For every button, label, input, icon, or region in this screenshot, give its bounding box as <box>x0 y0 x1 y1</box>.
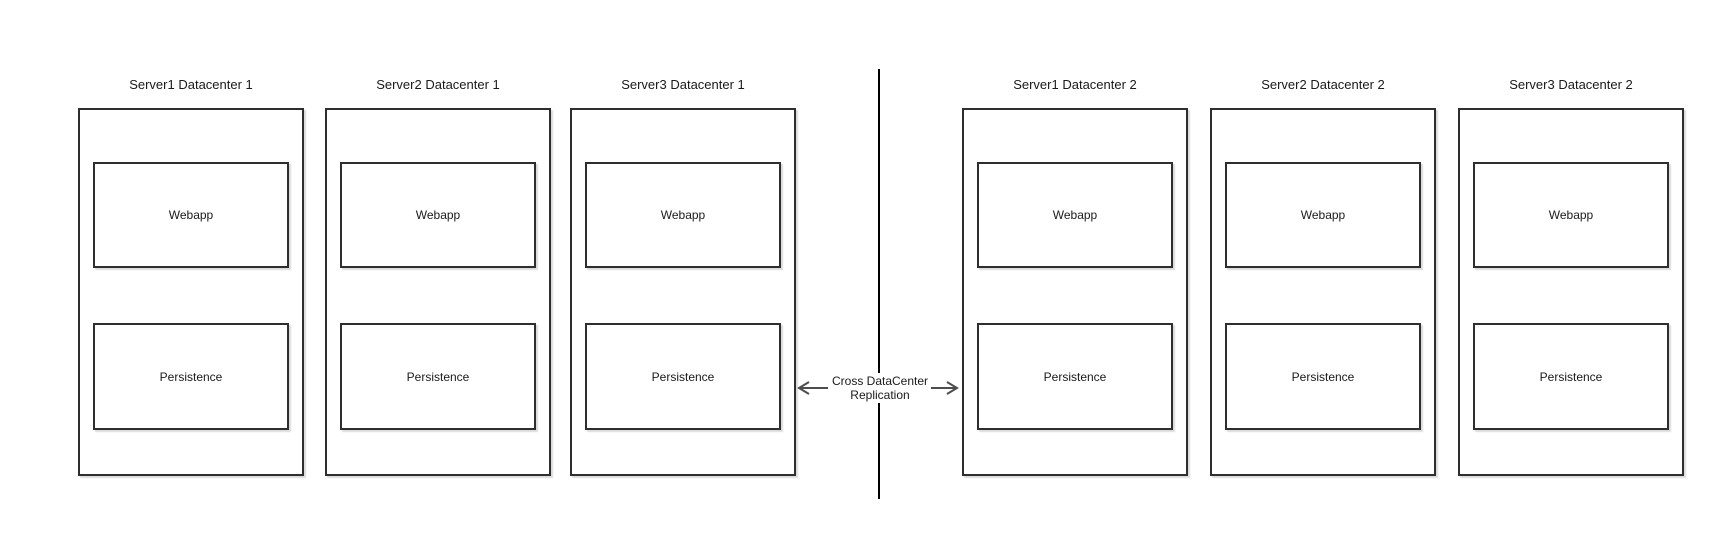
server-title: Server2 Datacenter 2 <box>1261 77 1385 92</box>
server-title: Server1 Datacenter 2 <box>1013 77 1137 92</box>
server-title: Server3 Datacenter 1 <box>621 77 745 92</box>
server3-datacenter2-box: Server3 Datacenter 2 Webapp Persistence <box>1458 76 1684 476</box>
arrow-right-icon <box>928 381 959 395</box>
component-label: Persistence <box>1043 369 1107 384</box>
component-label: Persistence <box>651 369 715 384</box>
component-label: Persistence <box>159 369 223 384</box>
server-frame: Webapp Persistence <box>570 108 796 476</box>
webapp-box: Webapp <box>340 162 536 268</box>
server3-datacenter1-box: Server3 Datacenter 1 Webapp Persistence <box>570 76 796 476</box>
webapp-box: Webapp <box>1473 162 1669 268</box>
replication-label-line1: Cross DataCenter <box>831 374 929 388</box>
replication-label-line2: Replication <box>850 388 910 402</box>
arrow-left-icon <box>797 381 828 395</box>
webapp-box: Webapp <box>1225 162 1421 268</box>
component-label: Persistence <box>406 369 470 384</box>
component-label: Persistence <box>1539 369 1603 384</box>
server-title: Server3 Datacenter 2 <box>1509 77 1633 92</box>
server2-datacenter1-box: Server2 Datacenter 1 Webapp Persistence <box>325 76 551 476</box>
component-label: Webapp <box>1300 208 1346 222</box>
component-label: Webapp <box>415 208 461 222</box>
server-frame: Webapp Persistence <box>325 108 551 476</box>
component-label: Webapp <box>1052 208 1098 222</box>
webapp-box: Webapp <box>93 162 289 268</box>
datacenter-divider-line <box>878 69 880 499</box>
persistence-box: Persistence <box>1225 323 1421 430</box>
server1-datacenter1-box: Server1 Datacenter 1 Webapp Persistence <box>78 76 304 476</box>
component-label: Webapp <box>1548 208 1594 222</box>
server-title: Server2 Datacenter 1 <box>376 77 500 92</box>
persistence-box: Persistence <box>340 323 536 430</box>
persistence-box: Persistence <box>977 323 1173 430</box>
webapp-box: Webapp <box>585 162 781 268</box>
persistence-box: Persistence <box>1473 323 1669 430</box>
server-frame: Webapp Persistence <box>962 108 1188 476</box>
server-frame: Webapp Persistence <box>78 108 304 476</box>
webapp-box: Webapp <box>977 162 1173 268</box>
component-label: Persistence <box>1291 369 1355 384</box>
server1-datacenter2-box: Server1 Datacenter 2 Webapp Persistence <box>962 76 1188 476</box>
component-label: Webapp <box>660 208 706 222</box>
server-title: Server1 Datacenter 1 <box>129 77 253 92</box>
server-frame: Webapp Persistence <box>1210 108 1436 476</box>
component-label: Webapp <box>168 208 214 222</box>
replication-label: Cross DataCenter Replication <box>828 373 932 403</box>
server-frame: Webapp Persistence <box>1458 108 1684 476</box>
persistence-box: Persistence <box>93 323 289 430</box>
server2-datacenter2-box: Server2 Datacenter 2 Webapp Persistence <box>1210 76 1436 476</box>
persistence-box: Persistence <box>585 323 781 430</box>
